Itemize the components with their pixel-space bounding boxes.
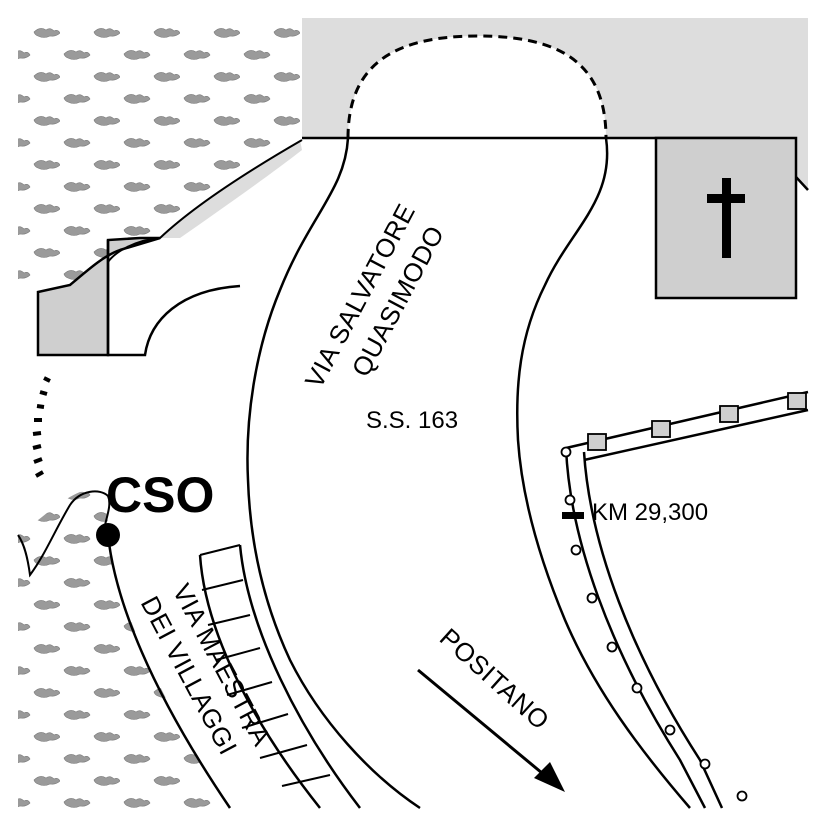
road-edge-east — [515, 137, 691, 809]
parking-stalls — [199, 544, 331, 787]
site-boundary-line — [17, 490, 111, 578]
label-road-number: S.S. 163 — [366, 407, 458, 434]
km-marker-icon — [562, 512, 584, 519]
via-maestra-edge-outer2 — [238, 544, 361, 809]
label-km-marker: KM 29,300 — [592, 499, 708, 526]
roundabout-dashed-edge — [346, 34, 608, 139]
label-site-code: CSO — [106, 467, 214, 523]
hatched-arc — [32, 376, 51, 478]
church-cross-icon — [707, 178, 745, 258]
vegetation-area-top-left — [18, 18, 302, 290]
vegetation-area-bottom-left — [18, 491, 230, 808]
roundabout-area — [348, 36, 606, 138]
via-maestra-edge-inner — [106, 534, 232, 809]
vegetation-edge-line — [107, 139, 303, 263]
railway-posts — [587, 392, 807, 451]
direction-arrow-icon — [417, 668, 565, 792]
via-maestra-edge-outer — [198, 554, 321, 809]
railway-nodes — [560, 446, 748, 802]
church-building — [654, 136, 798, 300]
road-edge-west — [246, 137, 421, 810]
building-left — [36, 236, 241, 357]
station-marker-icon — [96, 523, 120, 547]
